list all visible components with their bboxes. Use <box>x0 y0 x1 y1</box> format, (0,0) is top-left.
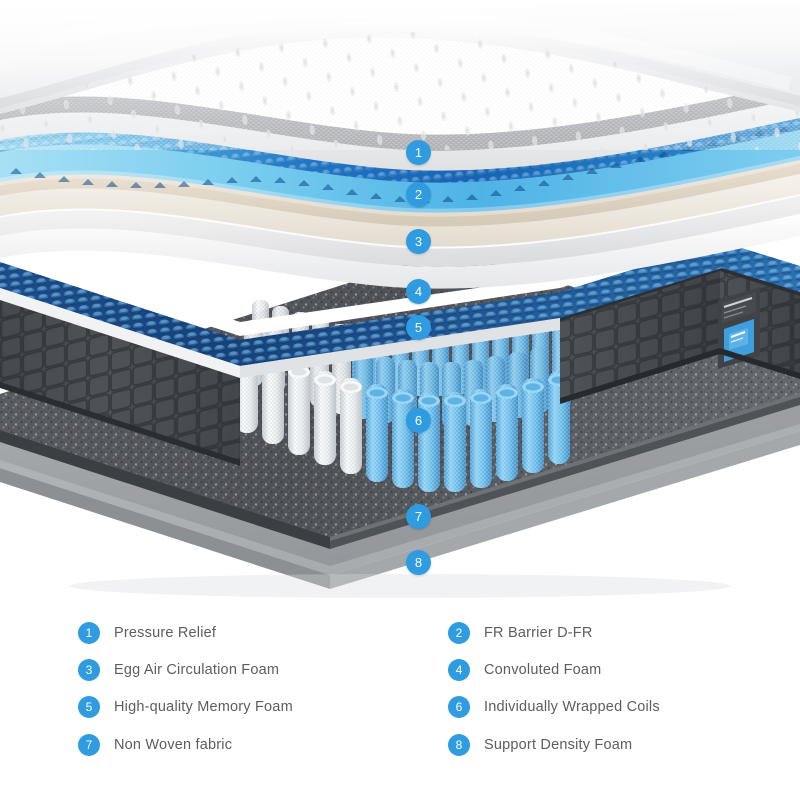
legend-label-1: Pressure Relief <box>114 625 217 641</box>
callout-badge-3[interactable]: 3 <box>406 229 431 254</box>
legend-item-6[interactable]: 6 Individually Wrapped Coils <box>448 694 660 720</box>
legend-label-4: Convoluted Foam <box>484 662 602 678</box>
brand-label-tag <box>718 287 760 369</box>
layer-memory-foam <box>0 190 800 289</box>
legend-label-5: High-quality Memory Foam <box>114 699 293 715</box>
legend-item-3[interactable]: 3 Egg Air Circulation Foam <box>78 657 279 683</box>
callout-badge-7[interactable]: 7 <box>406 504 431 529</box>
callout-badge-6[interactable]: 6 <box>406 408 431 433</box>
mattress-cutaway-diagram: 1 2 3 4 5 6 7 8 <box>0 5 800 598</box>
legend-label-7: Non Woven fabric <box>114 737 233 753</box>
legend-badge-1: 1 <box>78 622 100 644</box>
legend-label-3: Egg Air Circulation Foam <box>114 662 280 678</box>
legend-badge-5: 5 <box>78 696 100 718</box>
legend-label-6: Individually Wrapped Coils <box>484 699 660 715</box>
callout-badge-4[interactable]: 4 <box>406 279 431 304</box>
legend-badge-3: 3 <box>78 659 100 681</box>
legend-item-5[interactable]: 5 High-quality Memory Foam <box>78 694 293 720</box>
layer-legend: 1 Pressure Relief 3 Egg Air Circulation … <box>0 600 800 800</box>
legend-badge-7: 7 <box>78 734 100 756</box>
callout-badge-8[interactable]: 8 <box>406 550 431 575</box>
legend-badge-6: 6 <box>448 696 470 718</box>
layer-quilted-cover <box>0 5 800 150</box>
legend-badge-4: 4 <box>448 659 470 681</box>
legend-label-2: FR Barrier D-FR <box>484 625 593 641</box>
legend-item-7[interactable]: 7 Non Woven fabric <box>78 732 232 758</box>
legend-item-2[interactable]: 2 FR Barrier D-FR <box>448 620 593 646</box>
legend-badge-2: 2 <box>448 622 470 644</box>
callout-badge-1[interactable]: 1 <box>406 140 431 165</box>
legend-label-8: Support Density Foam <box>484 737 633 753</box>
callout-badge-2[interactable]: 2 <box>406 182 431 207</box>
legend-item-8[interactable]: 8 Support Density Foam <box>448 732 632 758</box>
legend-item-4[interactable]: 4 Convoluted Foam <box>448 657 601 683</box>
legend-item-1[interactable]: 1 Pressure Relief <box>78 620 216 646</box>
legend-badge-8: 8 <box>448 734 470 756</box>
callout-badge-5[interactable]: 5 <box>406 315 431 340</box>
